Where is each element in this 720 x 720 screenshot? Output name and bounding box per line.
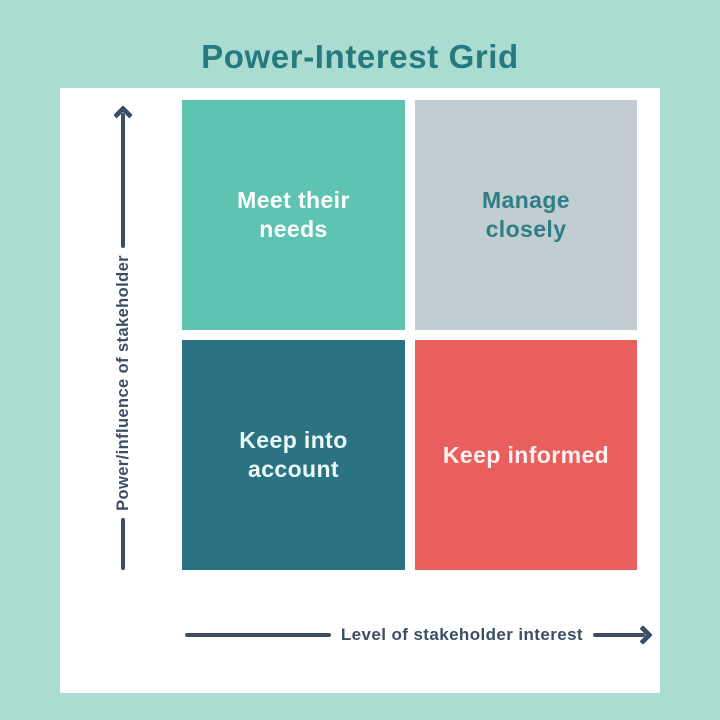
quadrant-label-line: account bbox=[248, 456, 339, 482]
x-axis-line-left bbox=[185, 633, 331, 637]
x-axis: Level of stakeholder interest bbox=[185, 620, 653, 650]
arrow-up-icon bbox=[113, 105, 133, 125]
arrow-right-icon bbox=[633, 625, 653, 645]
quadrant-label-line: Manage bbox=[481, 187, 571, 214]
x-axis-label: Level of stakeholder interest bbox=[340, 625, 583, 644]
page-title: Power-Interest Grid bbox=[201, 38, 519, 75]
quadrant-meet-their-needs: Meet their needs bbox=[182, 100, 405, 330]
quadrant-keep-into-account: Keep into account bbox=[182, 340, 405, 570]
quadrant-grid: Meet their needs Manage closely Keep int… bbox=[182, 100, 637, 570]
quadrant-keep-informed: Keep informed bbox=[415, 340, 637, 570]
grid-card: Power/influence of stakeholder Meet thei… bbox=[60, 88, 660, 693]
quadrant-label-line: Meet their bbox=[237, 187, 350, 214]
quadrant-label-line: Keep informed bbox=[442, 441, 610, 468]
y-axis-line-top bbox=[121, 113, 125, 249]
y-axis-label: Power/influence of stakeholder bbox=[113, 255, 132, 511]
x-axis-line-right bbox=[593, 633, 645, 637]
quadrant-label-line: Keep into bbox=[239, 427, 348, 454]
y-axis: Power/influence of stakeholder bbox=[108, 105, 138, 570]
quadrant-label-line: needs bbox=[259, 216, 328, 242]
y-axis-line-bottom bbox=[121, 518, 125, 570]
quadrant-label-line: closely bbox=[485, 216, 567, 242]
quadrant-manage-closely: Manage closely bbox=[415, 100, 637, 330]
